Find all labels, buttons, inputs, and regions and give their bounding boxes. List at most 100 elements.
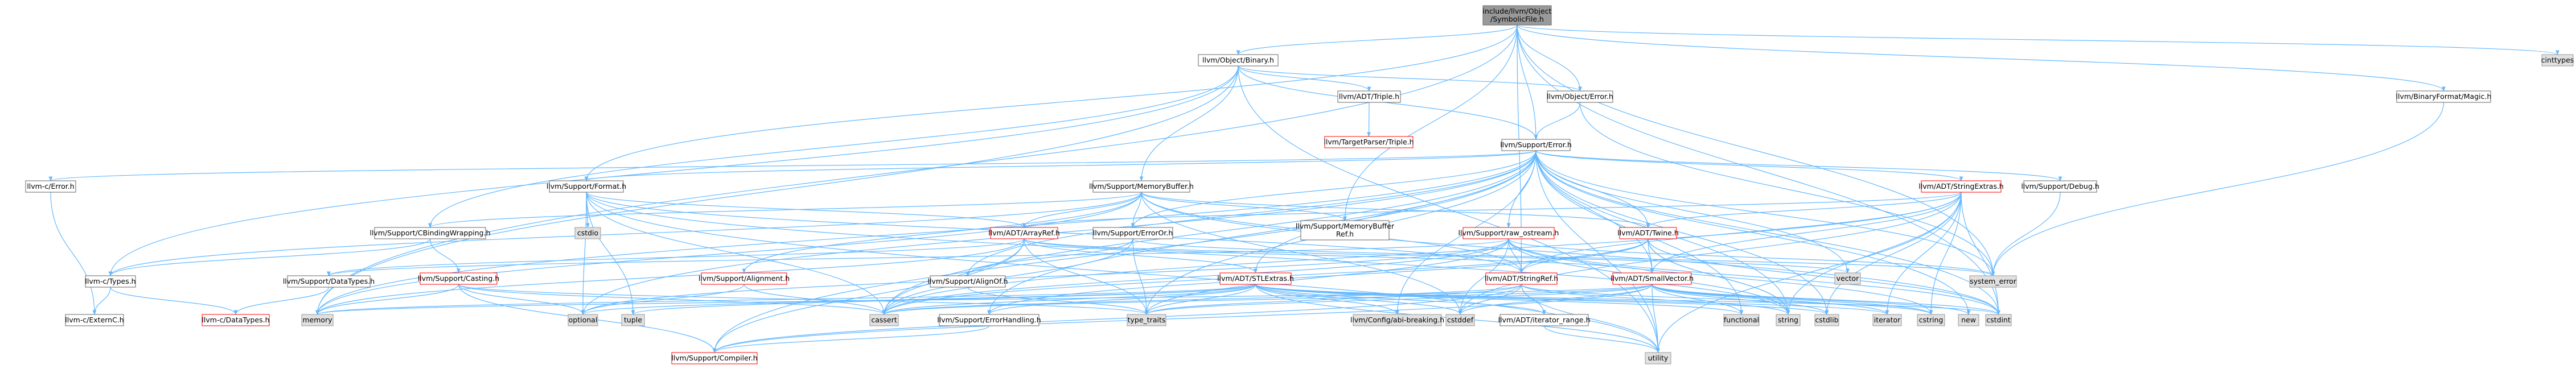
edge-support_format-to-adt_arrayref: [586, 192, 1026, 228]
node-object-error[interactable]: llvm/Object/Error.h: [1547, 90, 1613, 103]
edge-adt_stringextras-to-cstdlib: [1825, 192, 1962, 315]
node-binaryformat-magic[interactable]: llvm/BinaryFormat/Magic.h: [2396, 90, 2492, 103]
node-support-rawostream[interactable]: llvm/Support/raw_ostream.h: [1458, 227, 1559, 239]
edge-root-to-support_memorybufferref: [1343, 24, 1518, 221]
node-label: llvm/TargetParser/Triple.h: [1324, 138, 1414, 146]
node-object-binary[interactable]: llvm/Object/Binary.h: [1198, 54, 1279, 67]
node-adt-iterator-range[interactable]: llvm/ADT/iterator_range.h: [1498, 314, 1591, 326]
node-type-traits: type_traits: [1127, 314, 1166, 326]
node-support-casting[interactable]: llvm/Support/Casting.h: [418, 272, 499, 285]
edge-root-to-binaryformat_magic: [1517, 24, 2446, 92]
node-box: [939, 314, 1040, 326]
node-utility: utility: [1645, 352, 1671, 364]
edge-support_error-to-cassert: [882, 150, 1536, 315]
edge-support_cbindingwrapping-to-support_casting: [429, 238, 461, 273]
edge-adt_stringextras-to-cassert: [882, 192, 1962, 315]
node-box: [202, 314, 270, 326]
node-support-datatypes[interactable]: llvm/Support/DataTypes.h: [283, 275, 375, 288]
edge-binaryformat_magic-to-system_error: [1991, 102, 2444, 276]
node-box: [2023, 180, 2097, 193]
edge-adt_stringextras-to-utility: [1656, 192, 1962, 353]
node-box: [1872, 314, 1902, 326]
node-box: [2396, 90, 2491, 103]
node-targetparser-triple[interactable]: llvm/TargetParser/Triple.h: [1324, 136, 1414, 148]
edge-adt_arrayref-to-memory: [315, 238, 1025, 315]
node-llvmc-error[interactable]: llvm-c/Error.h: [25, 180, 76, 193]
edge-support_memorybuffer-to-support_memorybufferref: [1141, 192, 1347, 221]
node-cstdint: cstdint: [1985, 314, 2012, 326]
edge-adt_smallvector-to-cstdlib: [1651, 284, 1829, 315]
node-label: llvm/Object/Error.h: [1547, 92, 1613, 101]
node-label: optional: [569, 316, 598, 324]
node-label: llvm/Support/Debug.h: [2021, 182, 2099, 190]
node-support-errorhandling[interactable]: llvm/Support/ErrorHandling.h: [937, 314, 1041, 326]
node-box: [568, 314, 598, 326]
node-adt-stringref[interactable]: llvm/ADT/StringRef.h: [1485, 272, 1558, 285]
node-box: [85, 275, 136, 288]
node-label: cstring: [1919, 316, 1944, 324]
node-root[interactable]: include/llvm/Object/SymbolicFile.h: [1482, 5, 1552, 26]
edge-adt_stringref-to-string: [1521, 284, 1790, 315]
node-support-format[interactable]: llvm/Support/Format.h: [547, 180, 626, 193]
edge-adt_twine-to-support_errorhandling: [987, 238, 1649, 315]
node-box: [1462, 227, 1555, 239]
node-box: [1969, 275, 2017, 288]
node-adt-stlextras[interactable]: llvm/ADT/STLExtras.h: [1217, 272, 1294, 285]
edge-support_datatypes-to-llvmc_datatypes: [233, 287, 330, 315]
node-support-cbindingwrapping[interactable]: llvm/Support/CBindingWrapping.h: [369, 227, 491, 239]
node-adt-smallvector[interactable]: llvm/ADT/SmallVector.h: [1610, 272, 1694, 285]
node-support-error[interactable]: llvm/Support/Error.h: [1500, 139, 1572, 151]
node-support-debug[interactable]: llvm/Support/Debug.h: [2021, 180, 2100, 193]
node-label: llvm/Support/AlignOf.h: [928, 277, 1008, 285]
node-label: llvm/Support/Compiler.h: [671, 354, 757, 362]
node-support-alignment[interactable]: llvm/Support/Alignment.h: [699, 272, 790, 285]
node-box: [1547, 90, 1613, 103]
node-support-erroror[interactable]: llvm/Support/ErrorOr.h: [1092, 227, 1173, 239]
node-label: llvm/Support/Alignment.h: [699, 274, 790, 283]
edge-adt_stringextras-to-cstdint: [1961, 192, 2000, 315]
node-llvmc-externc[interactable]: llvm-c/ExternC.h: [65, 314, 124, 326]
node-adt-triple[interactable]: llvm/ADT/Triple.h: [1337, 90, 1401, 103]
node-cstddef: cstddef: [1445, 314, 1475, 326]
edge-llvmc_error-to-llvmc_externc: [50, 192, 97, 315]
node-support-memorybuffer[interactable]: llvm/Support/MemoryBuffer.h: [1089, 180, 1194, 193]
edge-support_erroror-to-support_alignof: [966, 238, 1133, 276]
edge-support_alignof-to-type_traits: [967, 287, 1149, 315]
edge-object_binary-to-adt_triple: [1238, 65, 1371, 92]
edge-adt_smallvector-to-memory: [315, 284, 1653, 315]
edge-adt_twine-to-adt_smallvector: [1648, 238, 1654, 273]
node-label: llvm/Support/MemoryBuffer.h: [1089, 182, 1194, 190]
edge-adt_stringextras-to-cstring: [1929, 192, 1962, 315]
node-box: [301, 314, 334, 326]
node-vector: vector: [1834, 272, 1861, 285]
edge-support_error-to-vector: [1535, 150, 1850, 273]
node-adt-twine[interactable]: llvm/ADT/Twine.h: [1617, 227, 1679, 239]
edge-adt_smallvector-to-functional: [1651, 284, 1744, 315]
edge-support_memorybuffer-to-memory: [315, 192, 1142, 315]
node-support-compiler[interactable]: llvm/Support/Compiler.h: [671, 352, 758, 364]
node-box: [420, 272, 498, 285]
node-box: [869, 314, 899, 326]
node-support-alignof[interactable]: llvm/Support/AlignOf.h: [928, 275, 1008, 288]
edge-adt_twine-to-cstdint: [1648, 238, 2000, 315]
node-llvmc-datatypes[interactable]: llvm-c/DataTypes.h: [202, 314, 270, 326]
node-box: [1645, 352, 1671, 364]
node-box: [1723, 314, 1760, 326]
node-box: [374, 227, 486, 239]
node-label: llvm/Support/DataTypes.h: [283, 277, 375, 285]
node-label: utility: [1648, 354, 1669, 362]
node-box: [2541, 54, 2574, 67]
node-label: cstdlib: [1815, 316, 1838, 324]
node-adt-arrayref[interactable]: llvm/ADT/ArrayRef.h: [988, 227, 1060, 239]
node-box: [1834, 272, 1861, 285]
node-tuple: tuple: [621, 314, 645, 326]
node-box: [1499, 314, 1589, 326]
node-adt-stringextras[interactable]: llvm/ADT/StringExtras.h: [1918, 180, 2004, 193]
node-label: cstddef: [1447, 316, 1474, 324]
edge-adt_smallvector-to-cstddef: [1458, 284, 1653, 315]
edge-root-to-memory: [315, 24, 1518, 315]
edge-support_error-to-utility: [1535, 150, 1660, 353]
node-box: [549, 180, 624, 193]
node-llvmc-types[interactable]: llvm-c/Types.h: [85, 275, 136, 288]
